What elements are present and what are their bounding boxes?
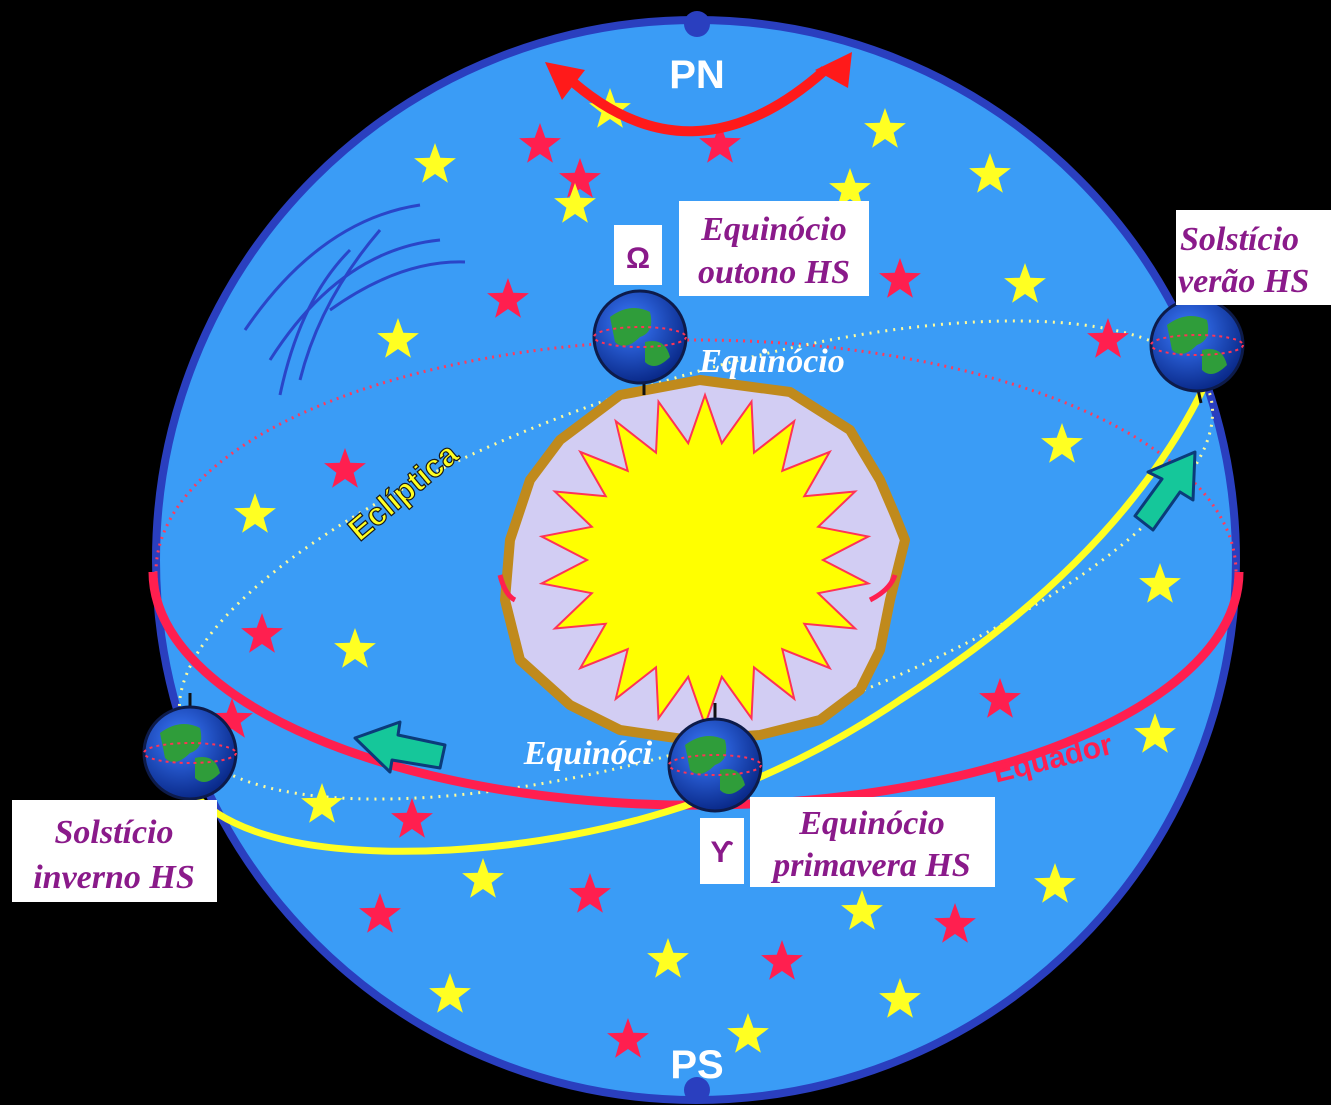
- spring-box-line1: Equinócio: [798, 805, 944, 842]
- star-red: [241, 613, 283, 653]
- star-red: [761, 940, 803, 980]
- equinox-top-label: Equinócio: [698, 343, 844, 380]
- spring-equinox-box: Equinócio primavera HS: [750, 797, 995, 887]
- star-red: [559, 158, 601, 198]
- star-yellow: [1034, 863, 1076, 903]
- star-red: [699, 123, 741, 163]
- equator-behind-sun-left: [497, 574, 517, 603]
- rotation-arrow: [545, 52, 852, 137]
- spring-symbol-box: ϒ: [700, 818, 744, 884]
- star-yellow: [334, 628, 376, 668]
- star-yellow: [879, 978, 921, 1018]
- orbit-arrow-left: [353, 720, 447, 774]
- south-pole-label: PS: [670, 1043, 723, 1087]
- star-yellow: [841, 890, 883, 930]
- star-yellow: [554, 183, 596, 223]
- star-red: [1087, 318, 1129, 358]
- autumn-box-line2: outono HS: [698, 254, 850, 291]
- star-red: [391, 798, 433, 838]
- star-yellow: [1134, 713, 1176, 753]
- star-yellow: [647, 938, 689, 978]
- earth-spring: [667, 703, 763, 813]
- winter-box-line1: Solstício: [54, 814, 173, 851]
- earth-autumn: [592, 289, 688, 395]
- star-yellow: [301, 783, 343, 823]
- star-red: [324, 448, 366, 488]
- star-red: [487, 278, 529, 318]
- autumn-symbol-box: Ω: [614, 225, 662, 285]
- star-red: [607, 1018, 649, 1058]
- star-yellow: [864, 108, 906, 148]
- star-yellow: [1004, 263, 1046, 303]
- spring-symbol: ϒ: [710, 836, 733, 869]
- star-yellow: [414, 143, 456, 183]
- equinox-bottom-label: Equinóci: [523, 735, 653, 772]
- autumn-equinox-box: Equinócio outono HS: [679, 201, 869, 296]
- constellation-lines: [243, 203, 466, 396]
- star-red: [934, 903, 976, 943]
- equator-behind-sun-right: [868, 574, 898, 603]
- autumn-symbol: Ω: [626, 242, 650, 275]
- star-yellow: [429, 973, 471, 1013]
- summer-solstice-box: Solstício verão HS: [1176, 210, 1331, 305]
- star-yellow: [234, 493, 276, 533]
- star-yellow: [969, 153, 1011, 193]
- south-pole-dot: [684, 1077, 710, 1103]
- star-red: [879, 258, 921, 298]
- star-red: [979, 678, 1021, 718]
- winter-box-line2: inverno HS: [33, 859, 195, 896]
- north-pole-dot: [684, 11, 710, 37]
- north-pole-label: PN: [669, 53, 725, 97]
- star-yellow: [1139, 563, 1181, 603]
- stars: [211, 88, 1181, 1058]
- star-red: [359, 893, 401, 933]
- star-yellow: [727, 1013, 769, 1053]
- autumn-box-line1: Equinócio: [700, 211, 846, 248]
- summer-box-line1: Solstício: [1180, 221, 1299, 258]
- star-yellow: [377, 318, 419, 358]
- orbit-arrow-right: [1133, 450, 1197, 532]
- star-red: [569, 873, 611, 913]
- summer-box-line2: verão HS: [1178, 263, 1309, 300]
- spring-box-line2: primavera HS: [770, 847, 970, 884]
- star-yellow: [1041, 423, 1083, 463]
- earth-winter: [142, 693, 238, 801]
- star-yellow: [462, 858, 504, 898]
- star-red: [519, 123, 561, 163]
- star-yellow: [829, 168, 871, 208]
- star-red: [211, 698, 253, 738]
- winter-solstice-box: Solstício inverno HS: [12, 800, 217, 902]
